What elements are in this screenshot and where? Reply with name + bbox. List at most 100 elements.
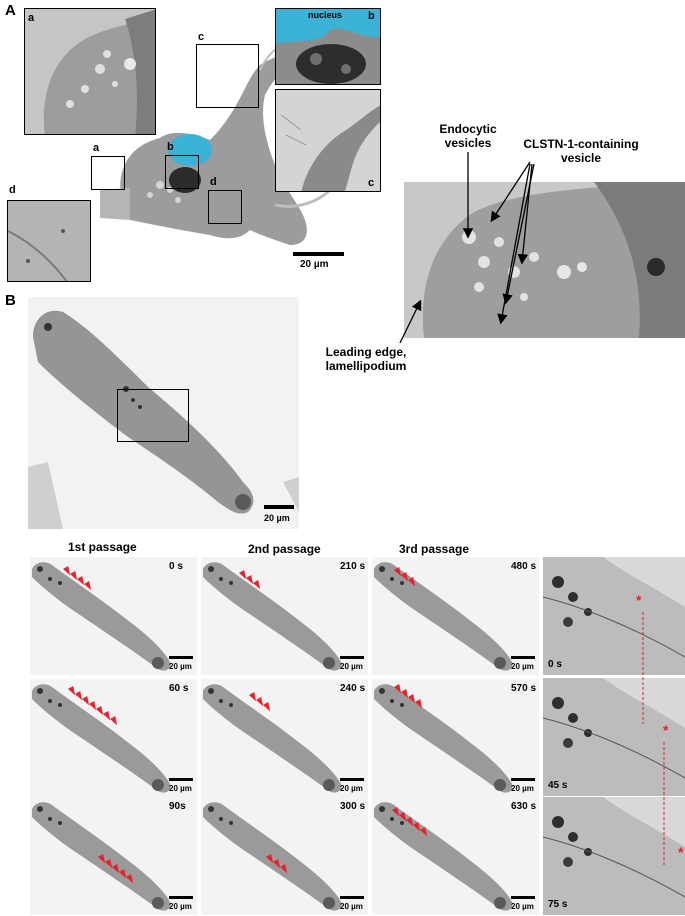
timelapse-timestamp: 0 s — [169, 561, 183, 572]
arrowhead — [406, 817, 414, 827]
star-marker: * — [663, 722, 669, 738]
timelapse-timestamp: 60 s — [169, 683, 189, 694]
arrowhead — [408, 694, 416, 704]
arrowhead — [68, 686, 76, 696]
inset-d — [7, 200, 91, 282]
arrowhead — [401, 689, 409, 699]
panel-b-scale-label: 20 µm — [264, 513, 290, 523]
arrowhead — [273, 859, 281, 869]
timelapse-timestamp: 300 s — [340, 801, 366, 812]
timelapse-timestamp: 240 s — [340, 683, 366, 694]
endocytic-vesicles-label: Endocytic vesicles — [439, 122, 497, 150]
arrowhead — [399, 812, 407, 822]
timelapse-timestamp: 570 s — [511, 683, 537, 694]
timelapse-scale-bar — [511, 656, 535, 659]
inset-d-label: d — [9, 184, 16, 196]
arrowhead — [256, 697, 264, 707]
arrowhead — [82, 696, 90, 706]
arrowhead — [70, 571, 78, 581]
timelapse-scale-bar — [169, 656, 193, 659]
arrowhead — [98, 854, 106, 864]
panel-a-scale-bar — [293, 252, 344, 256]
passage-header-1: 1st passage — [68, 540, 137, 554]
zoom-timestamp: 165 sec — [410, 185, 457, 200]
timelapse-timestamp: 480 s — [511, 561, 537, 572]
region-box-b — [165, 155, 199, 189]
timelapse-scale-bar — [169, 896, 193, 899]
arrowhead — [119, 869, 127, 879]
kymo-timestamp: 0 s — [548, 659, 562, 670]
timelapse-scale-label: 20 µm — [340, 662, 363, 671]
timelapse-frame — [30, 557, 197, 675]
clstn-vesicle-label: CLSTN-1-containing vesicle — [523, 137, 639, 165]
timelapse-scale-label: 20 µm — [169, 902, 192, 911]
passage-header-2: 2nd passage — [248, 542, 321, 556]
timelapse-scale-label: 20 µm — [511, 902, 534, 911]
timelapse-scale-bar — [340, 896, 364, 899]
panel-b-letter: B — [5, 292, 16, 309]
star-marker: * — [678, 844, 684, 860]
kymo-frame: * — [543, 557, 685, 675]
timelapse-frame — [201, 797, 368, 915]
arrowhead — [105, 859, 113, 869]
inset-a — [24, 8, 156, 135]
timelapse-scale-label: 20 µm — [511, 662, 534, 671]
annotation-arrows — [399, 152, 535, 344]
arrowhead — [394, 684, 402, 694]
timelapse-scale-bar — [340, 778, 364, 781]
timelapse-timestamp: 630 s — [511, 801, 537, 812]
arrowhead — [246, 575, 254, 585]
region-box-a — [91, 156, 125, 190]
timelapse-frame — [372, 797, 539, 915]
arrowhead — [401, 572, 409, 582]
inset-b — [275, 8, 381, 85]
arrowhead — [112, 864, 120, 874]
arrowhead — [103, 711, 111, 721]
panel-a-scale-label: 20 µm — [300, 259, 329, 270]
kymo-timestamp: 45 s — [548, 780, 568, 791]
arrowhead — [63, 566, 71, 576]
arrowhead — [249, 692, 257, 702]
arrowhead — [420, 827, 428, 837]
region-box-c — [196, 44, 259, 108]
arrowhead — [75, 691, 83, 701]
star-marker: * — [636, 592, 642, 608]
timelapse-scale-bar — [511, 778, 535, 781]
timelapse-scale-bar — [169, 778, 193, 781]
kymo-timestamp: 75 s — [548, 899, 568, 910]
arrowhead — [266, 854, 274, 864]
arrowhead — [89, 701, 97, 711]
inset-c-label: c — [368, 177, 375, 189]
timelapse-frame — [30, 679, 197, 797]
arrowhead — [110, 716, 118, 726]
zoom-panel-image — [404, 182, 685, 338]
timelapse-frame — [30, 797, 197, 915]
arrowhead — [408, 577, 416, 587]
arrowhead — [394, 567, 402, 577]
timelapse-scale-label: 20 µm — [169, 662, 192, 671]
arrowhead — [126, 874, 134, 884]
timelapse-scale-label: 20 µm — [340, 902, 363, 911]
timelapse-scale-bar — [511, 896, 535, 899]
inset-b-label: b — [368, 10, 375, 22]
timelapse-frame — [201, 557, 368, 675]
region-box-a-label: a — [93, 142, 100, 154]
passage-header-3: 3rd passage — [399, 542, 470, 556]
arrowhead — [280, 864, 288, 874]
panel-b-cell-image — [28, 297, 299, 529]
panel-b-scale-bar — [264, 505, 294, 509]
timelapse-timestamp: 90s — [169, 801, 186, 812]
timelapse-scale-label: 20 µm — [340, 784, 363, 793]
inset-c — [275, 89, 381, 192]
timelapse-scale-label: 20 µm — [511, 784, 534, 793]
arrowhead — [415, 699, 423, 709]
region-box-b-label: b — [167, 141, 174, 153]
inset-a-label: a — [28, 12, 35, 24]
timelapse-frame — [201, 679, 368, 797]
panel-a-letter: A — [5, 2, 16, 19]
kymo-frame: * — [543, 797, 685, 915]
timelapse-timestamp: 210 s — [340, 561, 366, 572]
leading-edge-label: Leading edge, lamellipodium — [325, 345, 407, 373]
kymo-frame: * — [543, 678, 685, 796]
